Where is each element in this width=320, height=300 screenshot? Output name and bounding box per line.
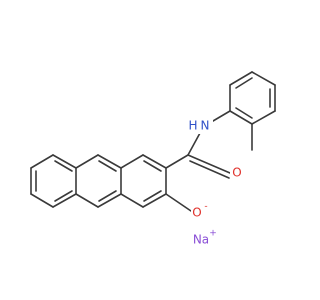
amide-nitrogen-background [187, 118, 213, 134]
bond-left-ring-inner-3 [54, 160, 73, 172]
sodium-charge-label: + [209, 229, 217, 239]
amide-nitrogen-label: N [201, 119, 210, 133]
bond-left-ring-5 [52, 154, 77, 169]
bond-left-ring-inner-2 [54, 190, 73, 202]
bond-mid-ring-5 [75, 193, 99, 208]
carbonyl-oxygen-background [230, 165, 244, 181]
amide-hydrogen-label: H [188, 119, 197, 133]
bond-carbonyl-to-o [187, 154, 231, 174]
bond-left-ring-6 [30, 154, 54, 169]
bond-tolyl-inner-1 [235, 77, 253, 89]
bond-ring-to-phenoxide [165, 193, 192, 212]
sodium-label: Na [193, 233, 209, 247]
bond-right-ring-2 [142, 154, 167, 169]
bond-right-ring-1 [120, 154, 144, 169]
bond-ring-to-carbonyl [165, 154, 189, 169]
chemical-structure-diagram: H N O O - Na + [30, 71, 276, 247]
phenoxide-oxygen-group: O - [191, 202, 211, 221]
bond-tolyl-3 [251, 71, 276, 86]
bond-tolyl-2 [229, 71, 253, 86]
bond-right-ring-5 [120, 193, 144, 208]
bond-left-ring-2 [30, 193, 54, 208]
bond-right-ring-inner-2 [143, 190, 162, 202]
bond-tolyl-6 [229, 110, 253, 125]
bond-mid-ring-1 [75, 154, 99, 169]
carbonyl-oxygen-label: O [232, 166, 241, 180]
carbonyl-oxygen-group: O [230, 165, 244, 181]
phenoxide-oxygen-background [191, 205, 211, 221]
bond-right-ring-inner-1 [143, 160, 162, 172]
bond-right-ring-4 [142, 193, 167, 208]
bond-mid-ring-inner-2 [98, 190, 117, 202]
bond-n-to-tolyl [212, 110, 231, 122]
bond-tolyl-inner-3 [235, 107, 253, 119]
bond-mid-ring-4 [97, 193, 122, 208]
bond-mid-ring-2 [97, 154, 122, 169]
bond-lines [30, 71, 276, 212]
bond-carbonyl-double [189, 160, 230, 179]
sodium-cation-group: Na + [193, 229, 217, 247]
bond-carbonyl-to-n [187, 132, 201, 156]
phenoxide-charge-label: - [204, 202, 207, 212]
phenoxide-oxygen-label: O [192, 206, 201, 220]
bond-mid-ring-inner-1 [98, 160, 117, 172]
bond-tolyl-5 [251, 110, 276, 125]
amide-nitrogen-group: H N [187, 118, 213, 134]
bond-left-ring-3 [52, 193, 77, 208]
